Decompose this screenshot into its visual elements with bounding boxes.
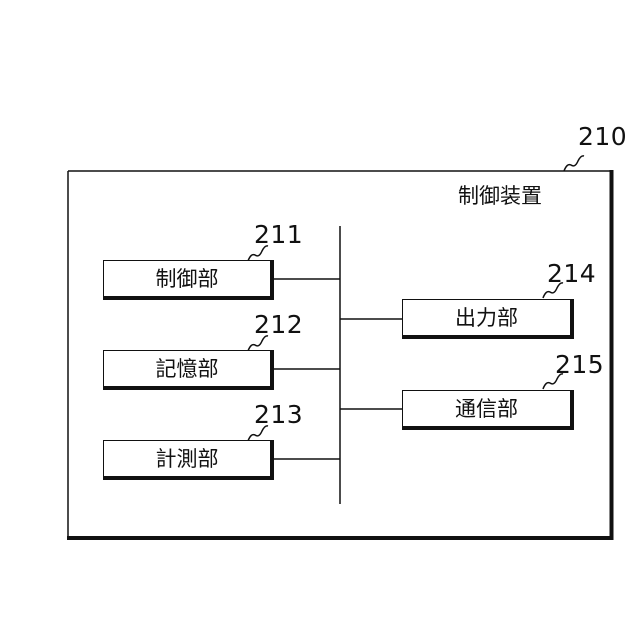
ref-number-212: 212 — [254, 312, 303, 337]
block-212-label: 記憶部 — [156, 358, 219, 380]
block-213: 計測部 — [103, 440, 274, 480]
block-214-label: 出力部 — [455, 307, 518, 329]
ref-number-214: 214 — [547, 261, 596, 286]
block-215-label: 通信部 — [455, 398, 518, 420]
ref-number-215: 215 — [555, 352, 604, 377]
block-214: 出力部 — [402, 299, 574, 339]
block-211: 制御部 — [103, 260, 274, 300]
ref-number-213: 213 — [254, 402, 303, 427]
leader-210 — [564, 156, 584, 171]
device-title: 制御装置 — [458, 185, 542, 207]
block-215: 通信部 — [402, 390, 574, 430]
ref-number-211: 211 — [254, 222, 303, 247]
block-212: 記憶部 — [103, 350, 274, 390]
block-211-label: 制御部 — [156, 268, 219, 290]
ref-number-210: 210 — [578, 124, 627, 149]
block-213-label: 計測部 — [156, 448, 219, 470]
